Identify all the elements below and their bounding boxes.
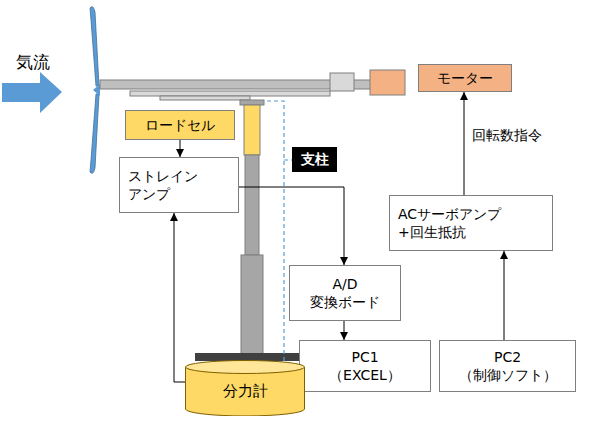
pc2-box: PC2 （制御ソフト） bbox=[439, 340, 576, 392]
turbine-motor bbox=[370, 70, 405, 95]
nacelle-frame bbox=[130, 91, 330, 96]
node-text: 支柱 bbox=[301, 150, 329, 168]
airflow-arrow bbox=[2, 72, 62, 113]
bracket-tick bbox=[284, 159, 292, 160]
connector-arrow bbox=[180, 140, 181, 157]
column-cap bbox=[240, 100, 264, 105]
node-text: モーター bbox=[437, 69, 493, 87]
nacelle-mount bbox=[160, 96, 250, 100]
node-text: ストレイン アンプ bbox=[128, 167, 230, 203]
airflow-label: 気流 bbox=[14, 52, 52, 72]
column-upper bbox=[245, 155, 259, 255]
node-text: PC1 （EXCEL） bbox=[325, 348, 405, 384]
node-text: 分力計 bbox=[223, 382, 268, 402]
coupling-block bbox=[330, 73, 354, 91]
edge-label: 回転数指令 bbox=[470, 127, 544, 144]
node-text: A/D 変換ボード bbox=[305, 275, 385, 311]
load-cell-box: ロードセル bbox=[125, 110, 235, 140]
motor-box: モーター bbox=[418, 64, 512, 92]
propeller-blade bbox=[90, 94, 99, 173]
column-bracket bbox=[267, 101, 284, 362]
force-balance-cylinder: 分力計 bbox=[185, 360, 305, 416]
connector-arrow bbox=[504, 251, 505, 340]
pc1-box: PC1 （EXCEL） bbox=[299, 340, 431, 392]
node-text: ACサーボアンプ +回生抵抗 bbox=[398, 205, 544, 241]
propeller-blade bbox=[90, 7, 99, 86]
column-load-cell bbox=[244, 105, 260, 155]
connector-arrow bbox=[344, 321, 345, 340]
connector-arrow bbox=[239, 187, 344, 265]
servo-amp-box: ACサーボアンプ +回生抵抗 bbox=[389, 195, 553, 251]
node-text: PC2 （制御ソフト） bbox=[455, 348, 560, 384]
cylinder-body bbox=[186, 367, 305, 416]
node-text: ロードセル bbox=[145, 116, 215, 134]
cylinder-top bbox=[186, 361, 305, 374]
ad-board-box: A/D 変換ボード bbox=[289, 265, 401, 321]
column-label-box: 支柱 bbox=[292, 147, 337, 172]
strain-amp-box: ストレイン アンプ bbox=[119, 157, 239, 213]
propeller-hub bbox=[93, 84, 100, 96]
connector-arrow bbox=[464, 92, 465, 195]
base-plate bbox=[195, 353, 305, 361]
column-lower bbox=[241, 255, 263, 354]
connector-arrow bbox=[174, 213, 186, 382]
